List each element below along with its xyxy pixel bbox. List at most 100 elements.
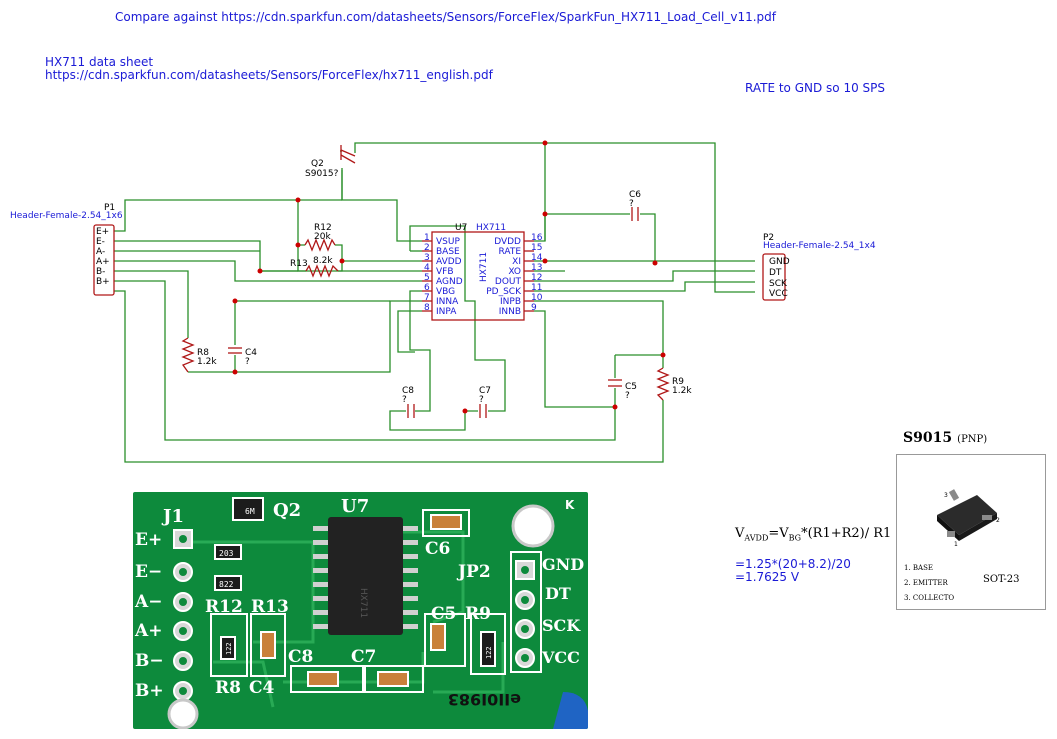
pinout-pin2: 2. EMITTER xyxy=(904,579,948,587)
resistor-r8: R8 1.2k xyxy=(181,337,217,373)
pinout-pin1: 1. BASE xyxy=(904,564,934,572)
p1-pin-6: B+ xyxy=(96,277,110,287)
u7-left-pin-name: VBG xyxy=(436,287,455,297)
pcb-photo: J1 Q2 U7 C6 JP2 R12 R13 C5 R9 C8 C7 R8 C… xyxy=(133,492,588,729)
u7-left-pin-num: 5 xyxy=(424,273,430,283)
r8-value: 1.2k xyxy=(197,357,217,367)
pcb-jp2-pin-2: DT xyxy=(545,584,571,603)
pcb-res-822: 822 xyxy=(219,580,234,589)
u7-left-pin-num: 4 xyxy=(424,263,430,273)
c7-value: ? xyxy=(479,395,484,405)
c5-ref: C5 xyxy=(625,382,637,392)
pcb-res-122a: 122 xyxy=(225,642,233,655)
p2-pin-3: SCK xyxy=(769,279,788,289)
formula-calc: =1.25*(20+8.2)/20 xyxy=(735,557,851,571)
pcb-j1-pin-6: B+ xyxy=(135,681,164,701)
u7-right-pin-name: XI xyxy=(512,257,521,267)
pcb-j1-pin-4: A+ xyxy=(134,621,162,641)
u7-left-pin-num: 1 xyxy=(424,233,430,243)
pinout-n3: 3 xyxy=(944,492,948,499)
u7-ref: U7 xyxy=(455,223,467,233)
c8-ref: C8 xyxy=(402,386,414,396)
u7-left-pin-name: INPA xyxy=(436,307,457,317)
pcb-res-203: 203 xyxy=(219,549,234,558)
r12-ref: R12 xyxy=(314,223,332,233)
u7-right-pin-num: 16 xyxy=(531,233,543,243)
pinout-heading: S9015 (PNP) xyxy=(903,427,987,446)
u7-left-pin-num: 7 xyxy=(424,293,430,303)
u7-left-pin-name: AGND xyxy=(436,277,463,287)
u7-right-pin-name: INNB xyxy=(499,307,521,317)
resistor-r13: R13 8.2k xyxy=(290,256,339,278)
pcb-c8: C8 xyxy=(288,647,313,667)
c6-value: ? xyxy=(629,199,634,209)
p2-part: Header-Female-2.54_1x4 xyxy=(763,241,876,251)
u7-left-pin-name: AVDD xyxy=(436,257,462,267)
sot23-drawing: 3 2 1 xyxy=(937,489,1000,548)
formula: VAVDD=VBG*(R1+R2)/ R1 xyxy=(735,526,891,543)
r13-ref: R13 xyxy=(290,259,308,269)
u7-right-pin-name: XO xyxy=(508,267,521,277)
capacitor-c4: C4 ? xyxy=(228,347,257,367)
p1-pin-2: E- xyxy=(96,237,105,247)
u7-left-pin-name: VFB xyxy=(436,267,454,277)
capacitor-c8: C8 ? xyxy=(402,386,415,418)
u7-left-pin-num: 6 xyxy=(424,283,430,293)
wires xyxy=(114,142,755,463)
pcb-q-code: 6M xyxy=(245,507,255,516)
pcb-j1: J1 xyxy=(161,506,184,527)
pinout-title: S9015 xyxy=(903,430,953,446)
formula-rest: *(R1+R2)/ R1 xyxy=(801,526,892,541)
pcb-jp2-pin-3: SCK xyxy=(542,616,581,635)
p1-pin-5: B- xyxy=(96,267,105,277)
formula-bg-sub: BG xyxy=(788,533,802,543)
q2-part: S9015? xyxy=(305,169,339,179)
resistor-r12: R12 20k xyxy=(304,223,336,252)
u7-left-pin-name: VSUP xyxy=(436,237,460,247)
header-p1: P1 Header-Female-2.54_1x6 E+ E- A- A+ B-… xyxy=(10,203,123,296)
u7-right-pin-num: 14 xyxy=(531,253,543,263)
p2-pin-1: GND xyxy=(769,257,790,267)
u7-right-pin-num: 10 xyxy=(531,293,543,303)
pcb-jp2-pin-4: VCC xyxy=(541,648,580,667)
p1-pin-4: A+ xyxy=(96,257,110,267)
c6-ref: C6 xyxy=(629,190,641,200)
capacitor-c7: C7 ? xyxy=(479,386,491,418)
pcb-corner-k: K xyxy=(565,498,575,512)
pcb-c7: C7 xyxy=(351,647,376,667)
p2-pin-4: VCC xyxy=(769,289,788,299)
pcb-r8: R8 xyxy=(215,678,241,698)
pcb-res-122b: 122 xyxy=(485,646,493,659)
header-p2: P2 Header-Female-2.54_1x4 GND DT SCK VCC xyxy=(762,233,876,301)
pinout-box: 3 2 1 1. BASE 2. EMITTER 3. COLLECTO SOT… xyxy=(896,454,1046,610)
u7-right-pin-num: 11 xyxy=(531,283,542,293)
pinout-pin3: 3. COLLECTO xyxy=(904,594,955,602)
transistor-q2: Q2 S9015? xyxy=(305,145,356,179)
capacitor-c5: C5 ? xyxy=(608,379,637,401)
c5-value: ? xyxy=(625,391,630,401)
q2-ref: Q2 xyxy=(311,159,324,169)
pinout-n1: 1 xyxy=(954,541,958,548)
datasheet-title: HX711 data sheet xyxy=(45,55,154,69)
compare-note: Compare against https://cdn.sparkfun.com… xyxy=(115,10,776,24)
capacitor-c6: C6 ? xyxy=(629,190,641,221)
pcb-u7: U7 xyxy=(341,496,369,517)
pcb-serial: eII0I983 xyxy=(448,690,521,709)
r13-value: 8.2k xyxy=(313,256,333,266)
pcb-j1-pin-2: E− xyxy=(135,562,162,582)
pcb-c6: C6 xyxy=(425,539,450,559)
rate-note: RATE to GND so 10 SPS xyxy=(745,81,886,95)
u7-left-pin-num: 8 xyxy=(424,303,430,313)
c7-ref: C7 xyxy=(479,386,491,396)
pinout-type: (PNP) xyxy=(957,434,988,445)
pcb-jp2-pin-1: GND xyxy=(542,555,584,574)
u7-left-pin-num: 3 xyxy=(424,253,430,263)
u7-right-pin-name: INPB xyxy=(500,297,521,307)
pcb-j1-pin-1: E+ xyxy=(135,530,162,550)
pcb-q2: Q2 xyxy=(273,500,301,521)
formula-eq: =V xyxy=(768,526,789,541)
r8-ref: R8 xyxy=(197,348,209,358)
u7-right-pin-name: DVDD xyxy=(494,237,521,247)
